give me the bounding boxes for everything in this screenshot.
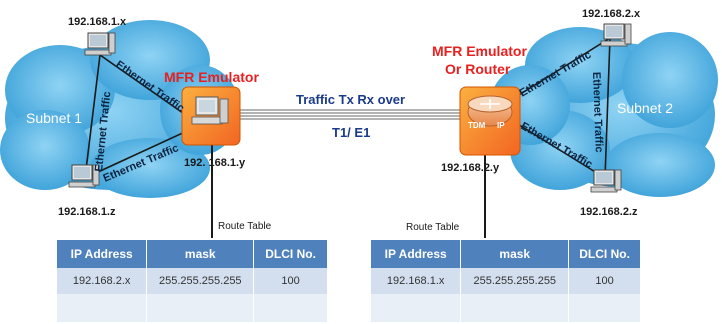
cell-dlci: 100 bbox=[568, 268, 641, 294]
col-header-ip-address: IP Address bbox=[371, 240, 462, 268]
right-route-table: IP Address mask DLCI No. 192.168.1.x 255… bbox=[371, 240, 641, 322]
left-route-table-header: IP Address mask DLCI No. bbox=[57, 240, 328, 268]
subnet-2-label: Subnet 2 bbox=[617, 100, 674, 116]
link-label-line1: Traffic Tx Rx over bbox=[296, 92, 406, 107]
host-192-168-1-z-computer-icon[interactable] bbox=[68, 164, 100, 188]
left-device-title: MFR Emulator bbox=[164, 69, 259, 85]
cell-ip-address: 192.168.1.x bbox=[371, 268, 462, 294]
right-route-table-header: IP Address mask DLCI No. bbox=[371, 240, 641, 268]
table-row: 192.168.2.x 255.255.255.255 100 bbox=[57, 268, 328, 294]
cell-ip-address bbox=[57, 294, 148, 322]
subnet-1-label: Subnet 1 bbox=[26, 110, 83, 126]
ethernet-label-right-vertical: Ethernet Traffic bbox=[590, 72, 605, 153]
t1-e1-link bbox=[240, 109, 462, 120]
cell-dlci bbox=[568, 294, 641, 322]
cell-mask: 255.255.255.255 bbox=[146, 268, 255, 294]
left-route-table-label: Route Table bbox=[218, 221, 272, 232]
cell-mask: 255.255.255.255 bbox=[460, 268, 570, 294]
col-header-dlci: DLCI No. bbox=[253, 240, 328, 268]
cell-ip-address: 192.168.2.x bbox=[57, 268, 148, 294]
host-192-168-2-z-computer-icon[interactable] bbox=[590, 169, 622, 193]
right-router-device[interactable] bbox=[459, 86, 521, 156]
right-device-title-line2: Or Router bbox=[445, 61, 511, 77]
host-label-192-168-2-z: 192.168.2.z bbox=[580, 206, 638, 218]
host-label-192-168-2-x: 192.168.2.x bbox=[582, 8, 641, 20]
host-192-168-2-x-computer-icon[interactable] bbox=[600, 23, 632, 47]
col-header-ip-address: IP Address bbox=[57, 240, 148, 268]
left-route-table: IP Address mask DLCI No. 192.168.2.x 255… bbox=[57, 240, 328, 322]
router-tag-tdm: TDM bbox=[468, 121, 486, 130]
device-ip-right: 192.168.2.y bbox=[441, 162, 500, 174]
host-label-192-168-1-z: 192.168.1.z bbox=[58, 206, 116, 218]
col-header-mask: mask bbox=[146, 240, 255, 268]
table-row: 192.168.1.x 255.255.255.255 100 bbox=[371, 268, 641, 294]
table-row bbox=[371, 294, 641, 322]
left-mfr-emulator-device[interactable] bbox=[181, 86, 241, 146]
router-tag-ip: IP bbox=[497, 121, 505, 130]
link-label-line2: T1/ E1 bbox=[332, 125, 371, 140]
right-route-table-label: Route Table bbox=[406, 222, 460, 233]
host-label-192-168-1-x: 192.168.1.x bbox=[68, 16, 127, 28]
host-192-168-1-x-computer-icon[interactable] bbox=[84, 32, 116, 56]
cell-mask bbox=[146, 294, 255, 322]
cell-ip-address bbox=[371, 294, 462, 322]
col-header-mask: mask bbox=[460, 240, 570, 268]
cell-mask bbox=[460, 294, 570, 322]
col-header-dlci: DLCI No. bbox=[568, 240, 641, 268]
device-ip-left: 192. 168.1.y bbox=[184, 157, 246, 169]
right-device-title-line1: MFR Emulator bbox=[432, 43, 527, 59]
table-row bbox=[57, 294, 328, 322]
cell-dlci bbox=[253, 294, 328, 322]
cell-dlci: 100 bbox=[253, 268, 328, 294]
